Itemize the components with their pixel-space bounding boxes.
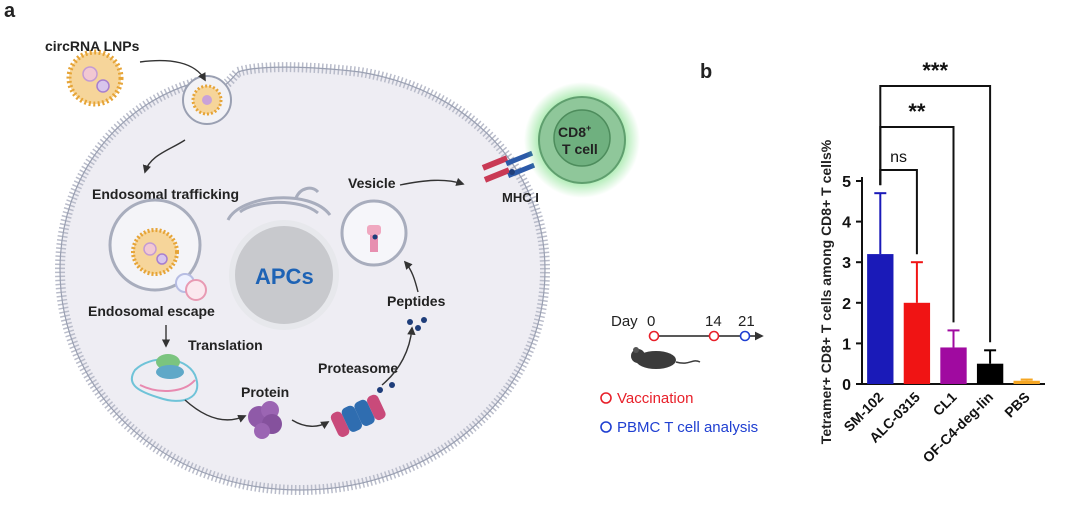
timeline-mark-day-21: [739, 330, 751, 342]
label-circrna-lnps: circRNA LNPs: [45, 38, 140, 54]
protein-icon: [248, 401, 282, 439]
significance-label: **: [908, 99, 926, 124]
timeline-day-0: 0: [647, 313, 655, 330]
bar-sm-102: [867, 254, 894, 384]
budding-endosome: [182, 75, 232, 125]
label-endosomal-escape: Endosomal escape: [88, 303, 215, 319]
legend-pbmc-marker: [600, 421, 612, 433]
label-endosomal-trafficking: Endosomal trafficking: [92, 186, 239, 202]
arrow-uptake: [139, 59, 206, 82]
proteasome-icon: [330, 394, 386, 437]
y-tick-label: 4: [842, 215, 851, 232]
significance-bracket: [879, 169, 918, 255]
y-tick-label: 1: [842, 336, 851, 353]
arrow-to-protein: [184, 399, 247, 423]
significance-label: ns: [890, 149, 907, 166]
y-tick-label: 0: [842, 377, 851, 394]
label-mhc-i: MHC I: [502, 190, 539, 205]
legend-vaccination-marker: [600, 392, 612, 404]
vesicle-icon: [340, 199, 408, 267]
apc-nucleus: [226, 186, 339, 330]
label-proteasome: Proteasome: [318, 360, 398, 376]
bar-pbs: [1013, 380, 1040, 384]
y-tick-label: 2: [842, 296, 851, 313]
significance-bracket: [879, 85, 992, 343]
x-tick-label: PBS: [1001, 389, 1033, 421]
significance-label: ***: [922, 58, 948, 83]
y-tick-label: 5: [842, 174, 851, 191]
cd8-t-cell: [524, 82, 640, 198]
arrow-to-peptides: [381, 326, 416, 386]
label-tcell-tcell: T cell: [562, 141, 598, 157]
arrow-to-proteasome: [291, 419, 330, 430]
mouse-icon: [631, 347, 701, 369]
legend-vaccination-label: Vaccination: [617, 390, 693, 407]
arrow-to-surface: [399, 177, 465, 186]
label-vesicle: Vesicle: [348, 175, 396, 191]
label-protein: Protein: [241, 384, 289, 400]
timeline-mark-day-0: [648, 330, 660, 342]
bar-cl1: [940, 347, 967, 384]
bar-alc-0315: [903, 302, 931, 384]
chart-ylabel: Tetramer+ CD8+ T cells among CD8+ T cell…: [818, 139, 834, 444]
timeline-day-21: 21: [738, 313, 755, 330]
circrna-lnp-icon: [66, 49, 124, 107]
timeline-day-14: 14: [705, 313, 722, 330]
y-tick-label: 3: [842, 255, 851, 272]
legend-pbmc-label: PBMC T cell analysis: [617, 419, 758, 436]
timeline-mark-day-14: [708, 330, 720, 342]
ribosome-icon: [130, 354, 199, 402]
panel-a-letter: a: [4, 0, 16, 22]
endosome: [108, 198, 207, 301]
x-tick-label: CL1: [930, 389, 960, 419]
bar-of-c4-deg-lin: [976, 363, 1004, 384]
vaccination-timeline: Day 0 14 21 Vaccination PBMC T cell anal…: [600, 313, 764, 436]
arrow-to-vesicle: [403, 260, 419, 293]
panel-b-letter: b: [700, 61, 712, 83]
label-translation: Translation: [188, 337, 263, 353]
label-peptides: Peptides: [387, 293, 446, 309]
label-tcell-cd8: CD8+: [558, 123, 591, 140]
label-apcs: APCs: [255, 264, 314, 289]
peptides-icon: [407, 317, 427, 331]
arrow-trafficking: [142, 139, 186, 174]
timeline-day-label: Day: [611, 313, 638, 330]
